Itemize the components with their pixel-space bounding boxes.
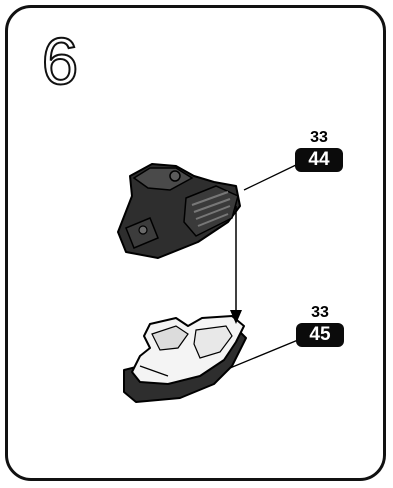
part-45-illustration [124, 316, 246, 402]
set-number: 33 [295, 305, 345, 321]
part-number-tag: 44 [295, 148, 343, 172]
leader-line-44 [244, 164, 298, 190]
part-callout-45: 33 45 [295, 305, 345, 347]
part-callout-44: 33 44 [294, 130, 344, 172]
part-44-illustration [118, 164, 240, 258]
part-number-tag: 45 [296, 323, 344, 347]
set-number: 33 [294, 130, 344, 146]
